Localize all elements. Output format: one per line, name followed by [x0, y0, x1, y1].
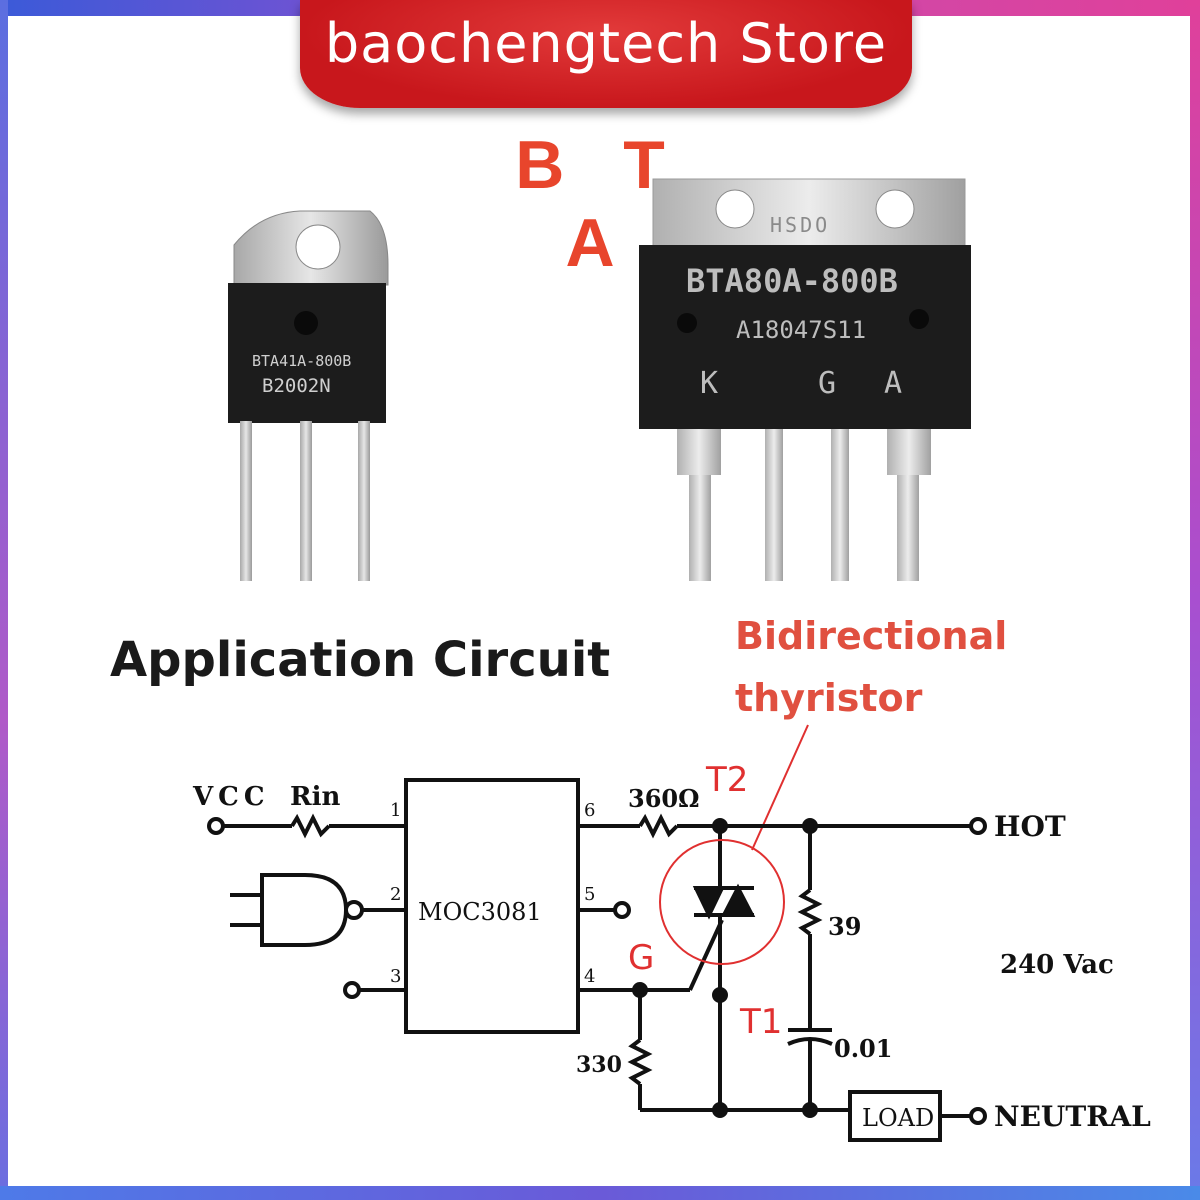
- chip-small-marking-1: BTA41A-800B: [252, 352, 352, 370]
- chip-small-illustration: [228, 210, 389, 581]
- product-title: B T A: [515, 127, 685, 281]
- gate-resistor-label: 360Ω: [628, 784, 700, 813]
- chip-large-marking-1: BTA80A-800B: [686, 262, 898, 300]
- chip-large-pin-k: K: [700, 366, 719, 401]
- chip-large-marking-2: A18047S11: [736, 316, 867, 344]
- t2-label: T2: [706, 760, 749, 800]
- section-title: Application Circuit: [110, 632, 611, 688]
- hot-label: HOT: [994, 810, 1066, 843]
- chip-large-tab-marking: HSDO: [770, 213, 831, 237]
- chip-large-pin-g: G: [818, 366, 837, 401]
- chip-small-marking-2: B2002N: [262, 375, 331, 397]
- neutral-label: NEUTRAL: [994, 1100, 1151, 1133]
- voltage-label: 240 Vac: [1000, 950, 1114, 980]
- store-name: baochengtech Store: [324, 12, 888, 75]
- chip-large-pin-a: A: [884, 366, 903, 401]
- frame-left-border: [0, 0, 8, 1200]
- frame-bottom-border: [0, 1186, 1200, 1200]
- pin-5-label: 5: [584, 884, 596, 905]
- ic-label: MOC3081: [418, 898, 542, 926]
- t1-label: T1: [740, 1002, 783, 1042]
- frame-right-border: [1190, 0, 1200, 1200]
- resistor-330-label: 330: [576, 1052, 622, 1078]
- pin-6-label: 6: [584, 800, 596, 821]
- rin-label: Rin: [290, 782, 341, 812]
- chip-large-illustration: [639, 178, 971, 581]
- store-banner: [300, 0, 912, 108]
- pin-3-label: 3: [390, 966, 402, 987]
- pin-4-label: 4: [584, 966, 596, 987]
- annotation-line-1: Bidirectional: [735, 614, 1008, 658]
- g-label: G: [628, 938, 655, 978]
- capacitor-label: 0.01: [834, 1034, 893, 1063]
- resistor-39-label: 39: [828, 912, 862, 941]
- pin-2-label: 2: [390, 884, 402, 905]
- load-label: LOAD: [862, 1104, 935, 1132]
- annotation-line-2: thyristor: [735, 676, 923, 720]
- vcc-label: VCC: [193, 782, 270, 812]
- pin-1-label: 1: [390, 800, 402, 821]
